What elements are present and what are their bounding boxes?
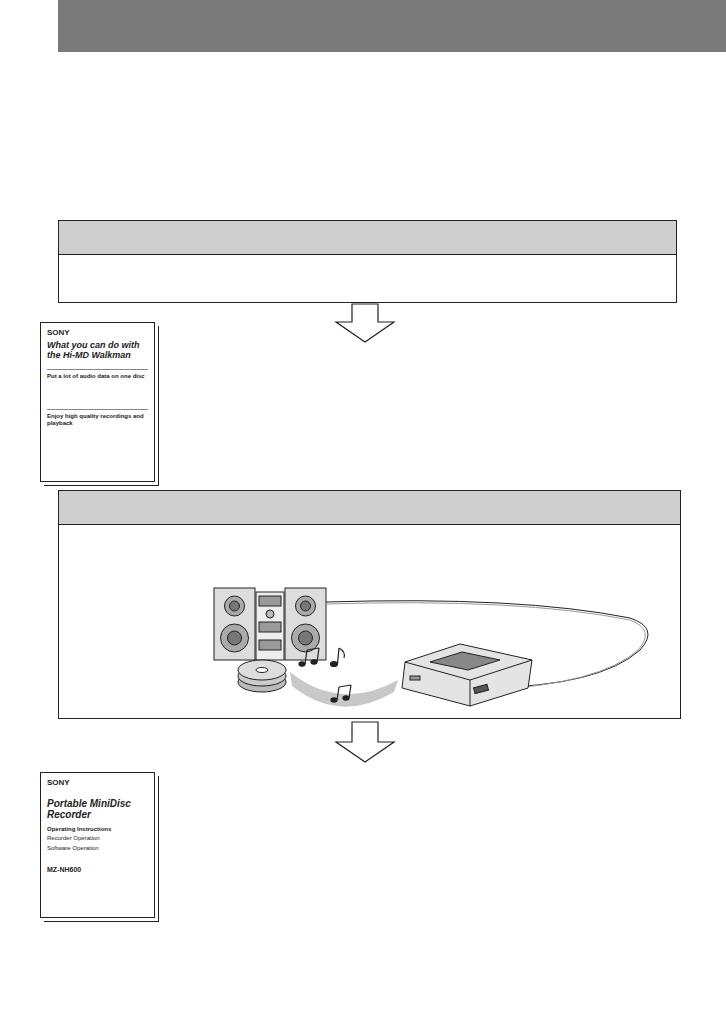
booklet-text: What you can do with the Hi-MD Walkman bbox=[47, 341, 148, 361]
booklet-text: SONY bbox=[47, 779, 148, 788]
booklet-text: Recorder Operation bbox=[47, 835, 148, 842]
disc-stack bbox=[238, 660, 286, 692]
manual-booklet: SONY Portable MiniDisc RecorderOperating … bbox=[40, 772, 155, 918]
booklet-text: Operating Instructions bbox=[47, 826, 148, 833]
music-notes bbox=[299, 648, 351, 702]
booklet-text: Software Operation bbox=[47, 845, 148, 852]
step-header bbox=[59, 491, 680, 524]
stereo-illustration bbox=[214, 588, 326, 660]
booklet-text: Portable MiniDisc Recorder bbox=[47, 798, 148, 820]
audio-cable bbox=[326, 601, 648, 688]
step-header bbox=[59, 221, 676, 254]
header-bar bbox=[58, 0, 726, 52]
hollow-arrow bbox=[336, 722, 394, 762]
hollow-arrow bbox=[336, 304, 394, 342]
transfer-swoosh bbox=[290, 672, 398, 707]
booklet-text: MZ-NH600 bbox=[47, 866, 148, 874]
booklet-text: Put a lot of audio data on one disc bbox=[47, 369, 148, 380]
step-box bbox=[59, 491, 681, 719]
booklet-text: Enjoy high quality recordings and playba… bbox=[47, 409, 148, 426]
manual-booklet: SONY What you can do with the Hi-MD Walkm… bbox=[40, 322, 155, 482]
booklet-text: SONY bbox=[47, 329, 148, 338]
md-recorder bbox=[402, 644, 532, 706]
step-box bbox=[59, 221, 677, 303]
